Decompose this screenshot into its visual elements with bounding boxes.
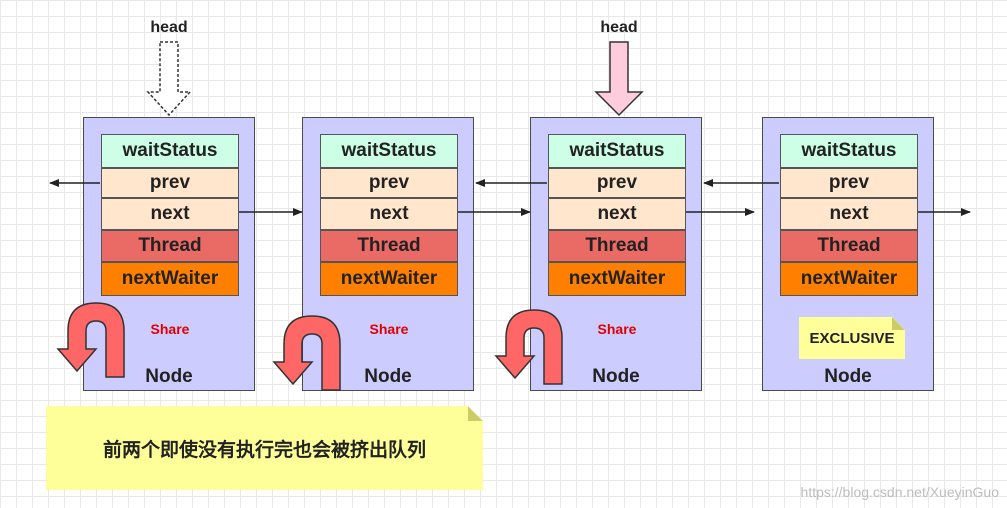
node-label: Node — [145, 366, 193, 387]
dotted-down-arrow-icon — [146, 41, 192, 117]
field-next: next — [548, 198, 686, 230]
field-next: next — [101, 198, 239, 230]
field-wait-status: waitStatus — [780, 134, 918, 168]
note-fold-corner — [892, 317, 905, 330]
field-next: next — [780, 198, 918, 230]
field-wait-status: waitStatus — [101, 134, 239, 168]
field-next-waiter: nextWaiter — [320, 262, 458, 296]
field-next-waiter: nextWaiter — [101, 262, 239, 296]
node-label: Node — [364, 366, 412, 387]
field-thread: Thread — [548, 230, 686, 262]
pink-down-arrow-icon — [594, 41, 644, 117]
node-2: waitStatus prev next Thread nextWaiter S… — [302, 117, 474, 391]
note-fold-corner — [468, 406, 483, 421]
field-prev: prev — [780, 168, 918, 198]
explanation-note: 前两个即使没有执行完也会被挤出队列 — [46, 406, 483, 490]
exclusive-mode-note: EXCLUSIVE — [799, 317, 905, 359]
share-mode-label: Share — [369, 321, 409, 337]
node-3: waitStatus prev next Thread nextWaiter S… — [530, 117, 702, 391]
node-label: Node — [824, 366, 872, 387]
field-prev: prev — [320, 168, 458, 198]
watermark: https://blog.csdn.net/XueyinGuo — [800, 484, 999, 500]
field-prev: prev — [548, 168, 686, 198]
share-mode-label: Share — [150, 321, 190, 337]
node-1: waitStatus prev next Thread nextWaiter S… — [83, 117, 255, 391]
field-next-waiter: nextWaiter — [780, 262, 918, 296]
field-next-waiter: nextWaiter — [548, 262, 686, 296]
explanation-note-text: 前两个即使没有执行完也会被挤出队列 — [102, 438, 426, 461]
field-next: next — [320, 198, 458, 230]
node-4: waitStatus prev next Thread nextWaiter E… — [762, 117, 934, 391]
field-thread: Thread — [320, 230, 458, 262]
field-thread: Thread — [101, 230, 239, 262]
field-thread: Thread — [780, 230, 918, 262]
share-mode-label: Share — [597, 321, 637, 337]
field-wait-status: waitStatus — [320, 134, 458, 168]
field-wait-status: waitStatus — [548, 134, 686, 168]
exclusive-mode-label: EXCLUSIVE — [809, 329, 895, 347]
head-label-solid: head — [600, 19, 638, 36]
node-label: Node — [592, 366, 640, 387]
field-prev: prev — [101, 168, 239, 198]
head-label-dotted: head — [150, 19, 188, 36]
